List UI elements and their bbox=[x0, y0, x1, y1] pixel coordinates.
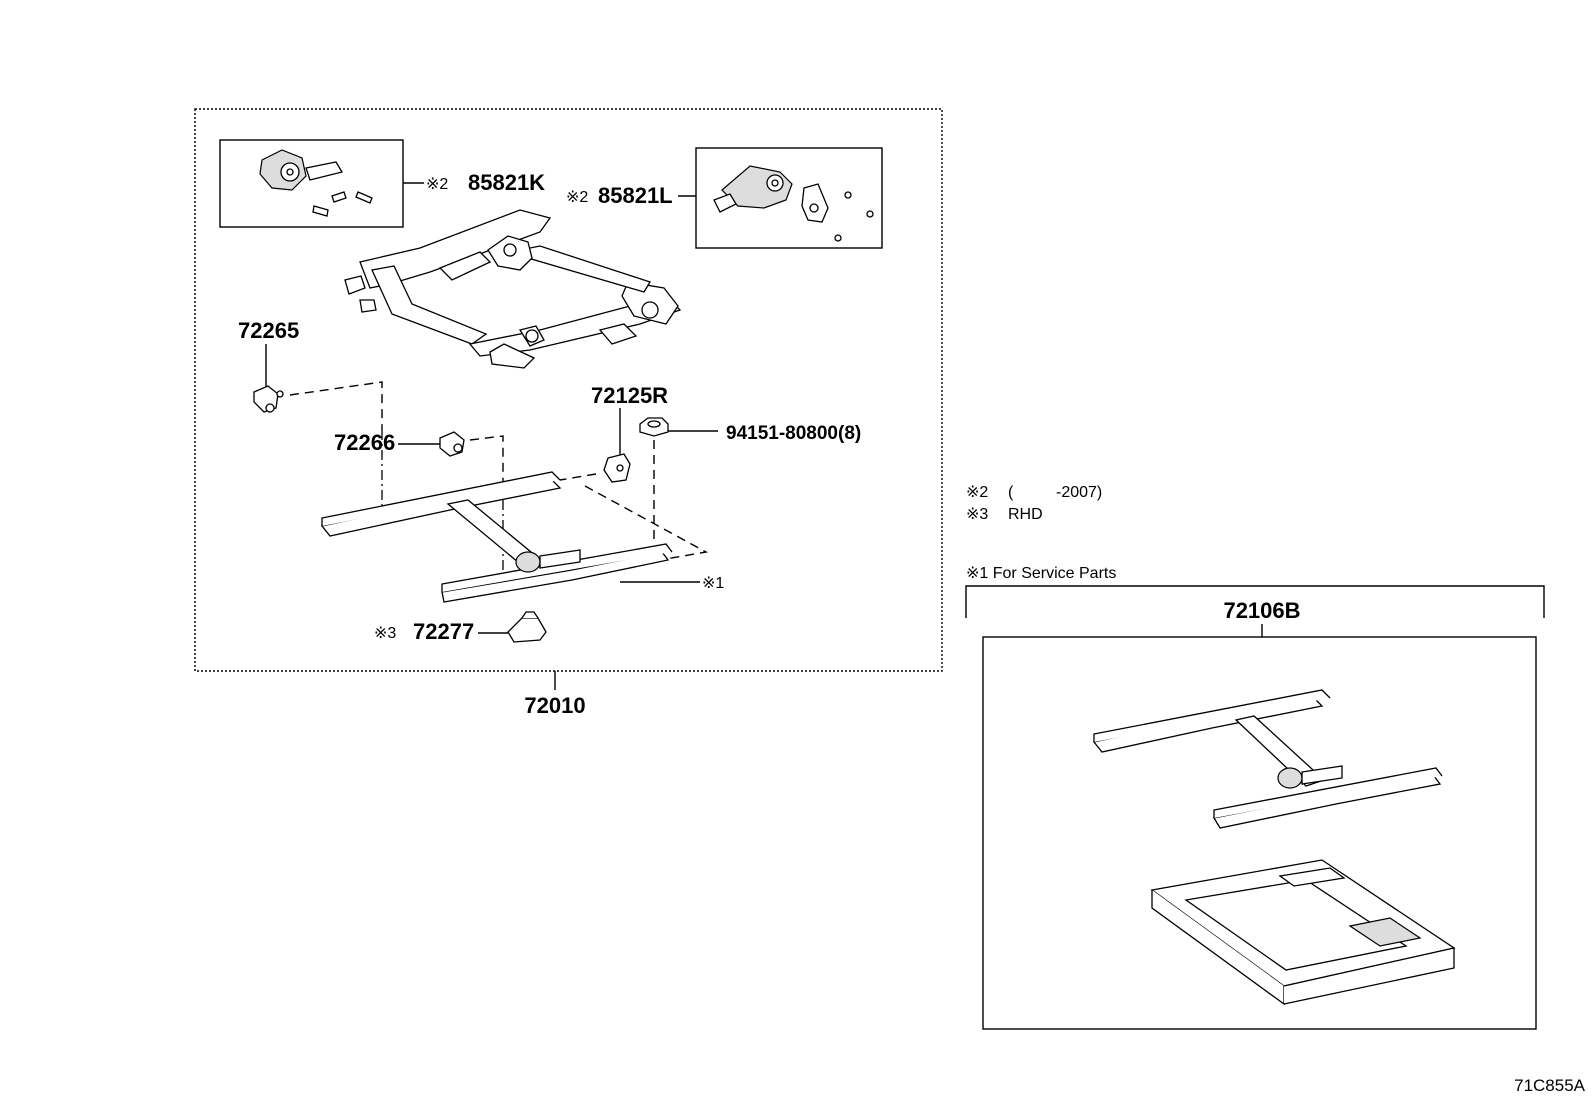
main-assembly-frame bbox=[194, 108, 943, 672]
part-72277-illustration bbox=[507, 611, 547, 643]
marker-note2-b: ※2 bbox=[566, 189, 588, 206]
marker-note2-a: ※2 bbox=[426, 176, 448, 193]
dash-72265 bbox=[289, 381, 383, 430]
motor-l-box bbox=[695, 147, 883, 249]
part-number-72125r[interactable]: 72125R bbox=[591, 383, 668, 408]
dash-72266 bbox=[469, 435, 504, 480]
seat-frame-illustration bbox=[344, 209, 682, 369]
figure-code: 71C855A bbox=[1514, 1076, 1586, 1095]
service-track-illustration bbox=[1092, 689, 1443, 829]
part-number-85821l[interactable]: 85821L bbox=[598, 183, 673, 208]
part-number-72106b[interactable]: 72106B bbox=[1223, 598, 1300, 623]
marker-note3: ※3 bbox=[374, 625, 396, 642]
motor-k-box bbox=[219, 139, 404, 228]
dash-track bbox=[559, 473, 709, 561]
part-number-72266[interactable]: 72266 bbox=[334, 430, 395, 455]
nut-illustration bbox=[639, 417, 669, 437]
service-parts-bracket bbox=[965, 585, 1545, 618]
part-number-85821k[interactable]: 85821K bbox=[468, 170, 545, 195]
note2-mark: ※2 bbox=[966, 484, 988, 501]
note3-text: RHD bbox=[1008, 506, 1043, 523]
note2-year: -2007) bbox=[1056, 484, 1102, 501]
part-number-94151-80800[interactable]: 94151-80800(8) bbox=[726, 423, 861, 444]
part-number-72277[interactable]: 72277 bbox=[413, 619, 474, 644]
part-72125r-illustration bbox=[603, 453, 631, 483]
marker-note1: ※1 bbox=[702, 575, 724, 592]
part-number-72010[interactable]: 72010 bbox=[524, 693, 585, 718]
seat-track-illustration bbox=[320, 471, 673, 603]
note1-service-parts: ※1 For Service Parts bbox=[966, 565, 1116, 582]
note2-open: ( bbox=[1008, 484, 1014, 501]
part-number-72265[interactable]: 72265 bbox=[238, 318, 299, 343]
part-72266-illustration bbox=[439, 431, 465, 457]
service-tray-illustration bbox=[1150, 859, 1456, 1006]
service-parts-box bbox=[982, 636, 1537, 1030]
part-72265-illustration bbox=[253, 385, 284, 413]
motor-l-illustration bbox=[713, 165, 874, 242]
note3-mark: ※3 bbox=[966, 506, 988, 523]
motor-k-illustration bbox=[259, 149, 373, 217]
